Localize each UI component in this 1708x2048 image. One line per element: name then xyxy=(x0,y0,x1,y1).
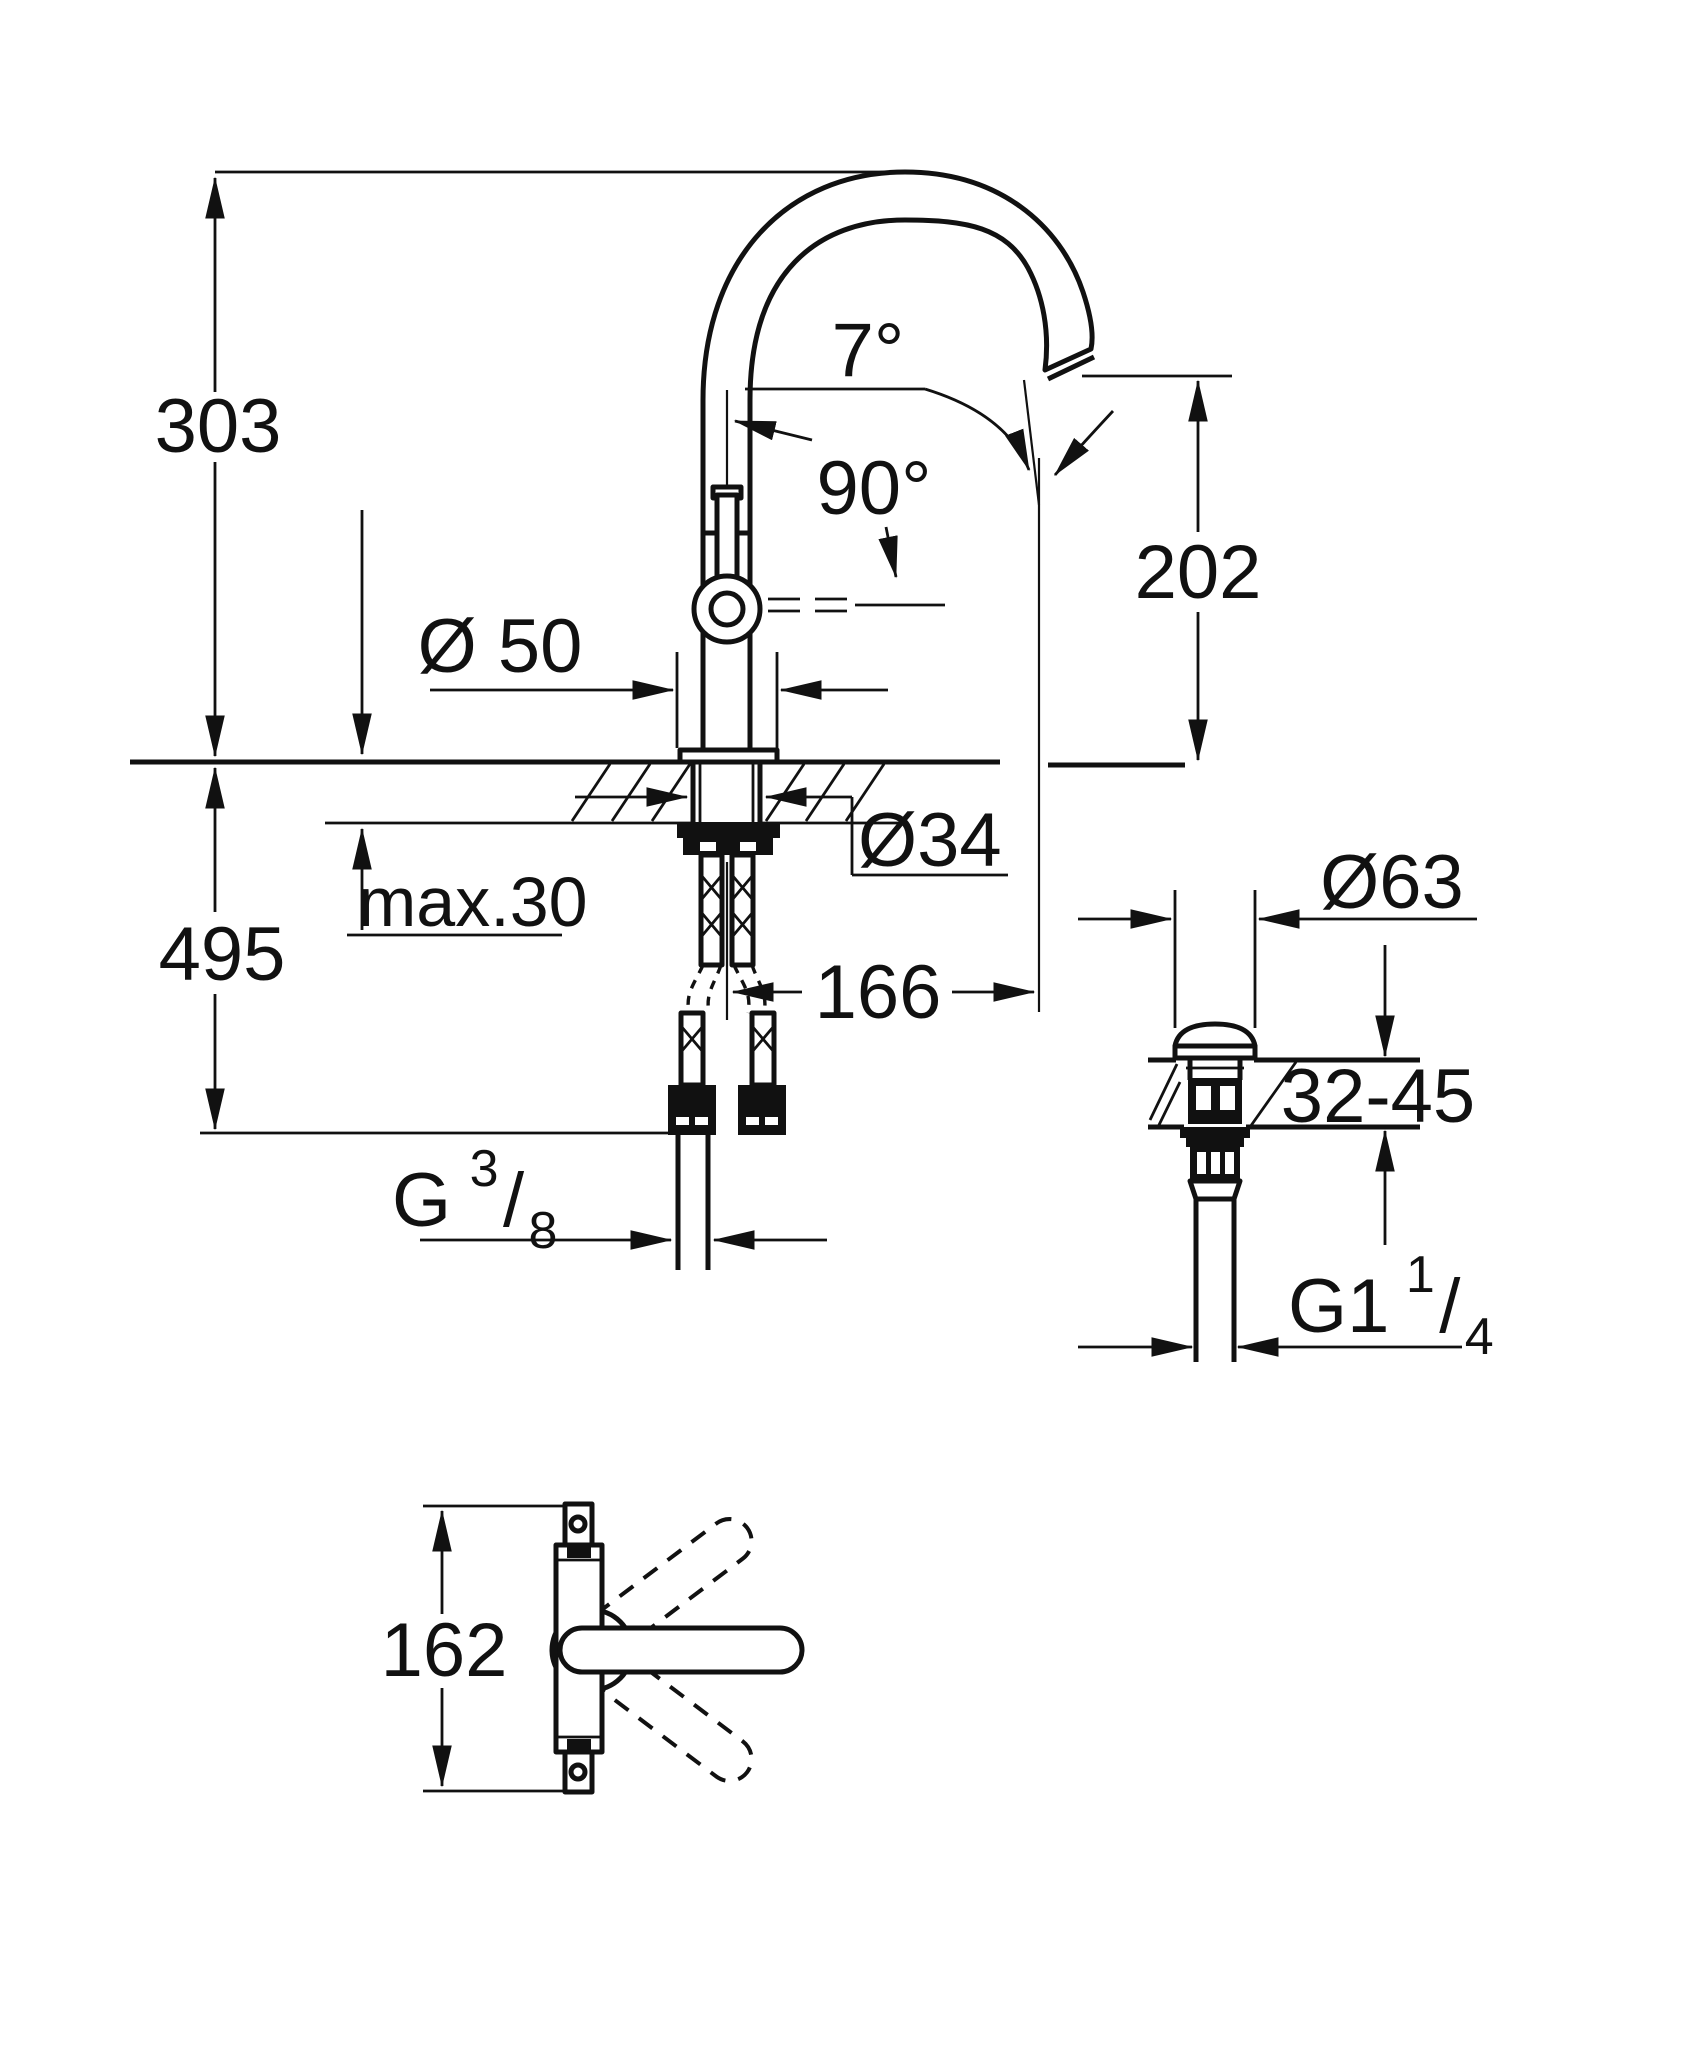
dim-63-label: Ø63 xyxy=(1320,840,1464,925)
mounting-flange xyxy=(677,822,780,838)
dim-32-45: 32-45 xyxy=(1281,945,1475,1245)
angle-90-label: 90° xyxy=(817,446,932,531)
dim-32-45-label: 32-45 xyxy=(1281,1054,1475,1139)
lever-pivot-inner xyxy=(708,590,746,628)
dim-max-30: max.30 xyxy=(347,510,588,941)
spout-tip-aerator xyxy=(1046,354,1096,382)
supply-hose-left xyxy=(668,852,725,1135)
faucet-body-and-spout xyxy=(677,169,1096,765)
drain-locknut xyxy=(1180,1127,1250,1138)
annotation-90deg: 90° xyxy=(768,446,945,613)
hatching-left xyxy=(570,763,692,822)
dim-max30-label: max.30 xyxy=(358,863,588,941)
under-deck-hardware xyxy=(668,762,786,1270)
angle-7-label: 7° xyxy=(832,308,905,393)
dim-495: 495 xyxy=(159,766,286,1131)
drain-dome-cap xyxy=(1172,1021,1258,1049)
hose-nut-right xyxy=(738,1085,786,1135)
hose-nut-left xyxy=(668,1085,716,1135)
swing-arc-right xyxy=(1053,410,1115,477)
drain-view: Ø63 xyxy=(1078,840,1494,1366)
dim-50-label: Ø 50 xyxy=(418,604,583,689)
dim-g114: G1 1 / 4 xyxy=(1078,1246,1494,1366)
dim-diameter-50: Ø 50 xyxy=(418,604,888,748)
mounting-tab-top xyxy=(562,1501,595,1548)
dim-303-label: 303 xyxy=(155,384,282,469)
stabilizer-washer xyxy=(683,838,773,855)
drain-flange xyxy=(1172,1043,1258,1061)
dim-g38: G 3 / 8 xyxy=(392,1140,827,1260)
tab-neck-bottom xyxy=(567,1739,591,1752)
dim-495-label: 495 xyxy=(159,912,286,997)
dim-166: 166 xyxy=(731,950,1036,1035)
tab-neck-top xyxy=(567,1545,591,1558)
spout-axis-7deg-line xyxy=(1022,379,1041,506)
dim-202-label: 202 xyxy=(1135,530,1262,615)
front-view: 303 495 Ø 50 max.30 Ø xyxy=(130,169,1262,1270)
dim-g38-label: G 3 / 8 xyxy=(392,1140,557,1260)
dim-162-label: 162 xyxy=(381,1608,508,1693)
swing-arc-left xyxy=(924,387,1031,472)
handle-phantom-down xyxy=(568,1629,754,1783)
dim-diameter-34: Ø34 xyxy=(575,787,1008,883)
dim-34-label: Ø34 xyxy=(858,798,1002,883)
dim-162: 162 xyxy=(381,1504,566,1793)
drain-fitting xyxy=(1172,1021,1258,1362)
dim-diameter-63: Ø63 xyxy=(1078,840,1477,1028)
dim-202: 202 xyxy=(1037,374,1262,1012)
supply-hose-right xyxy=(729,852,786,1135)
dim-303: 303 xyxy=(155,176,282,758)
base-flange xyxy=(677,747,780,765)
top-view: 162 xyxy=(381,1501,805,1795)
lever-handle-top-view xyxy=(557,1625,805,1675)
gooseneck-spout xyxy=(700,169,1095,750)
annotation-7deg: 7° xyxy=(733,308,1115,477)
handle-phantom-up xyxy=(568,1517,754,1671)
dim-g114-label: G1 1 / 4 xyxy=(1288,1246,1494,1366)
mounting-tab-bottom xyxy=(562,1748,595,1795)
countertop-section xyxy=(130,759,1185,825)
dim-166-label: 166 xyxy=(815,950,942,1035)
drain-deck-section xyxy=(1148,1057,1420,1130)
drain-cone xyxy=(1187,1178,1243,1202)
